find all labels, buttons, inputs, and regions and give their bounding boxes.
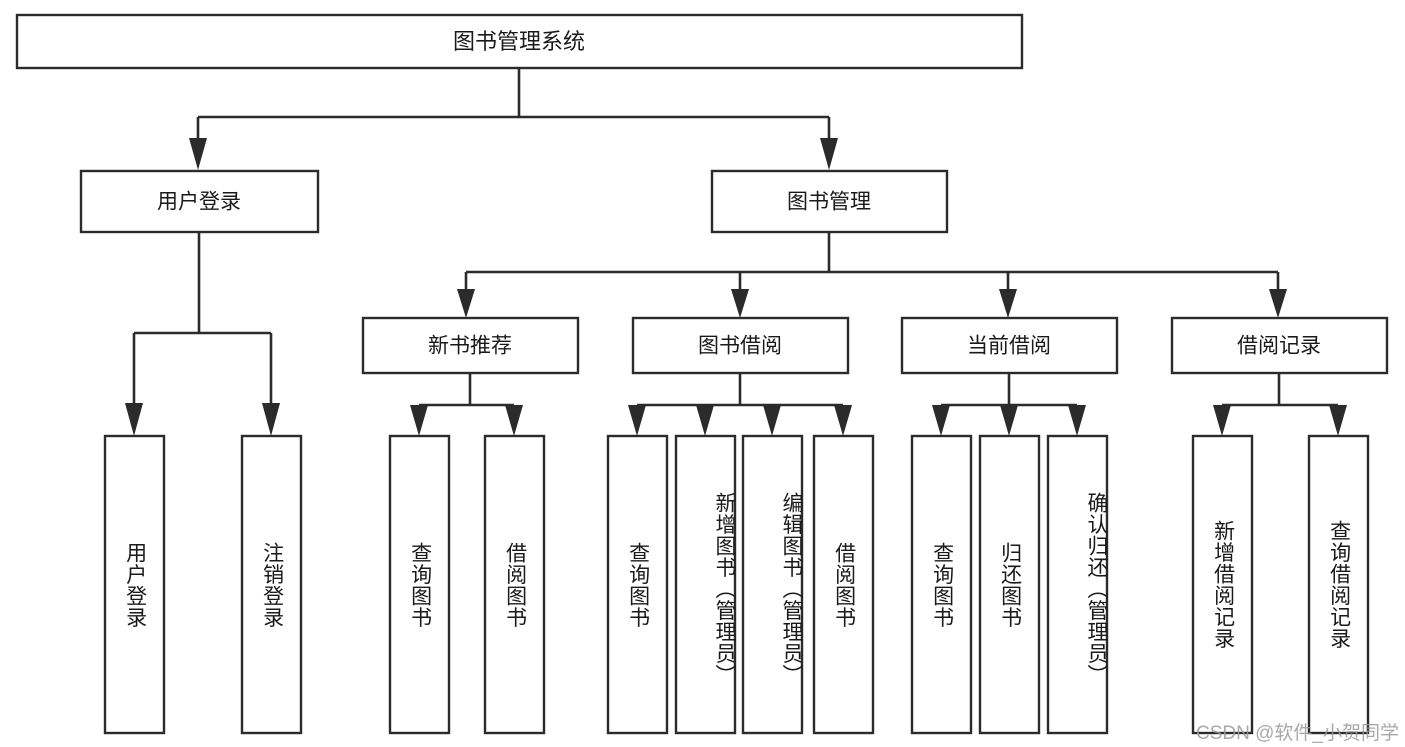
node-book-manage-box <box>710 169 949 234</box>
leaf-box-current-borrow-1[interactable] <box>910 434 973 735</box>
leaf-box-current-borrow-2[interactable] <box>978 434 1041 735</box>
arrow-head-leaf-book-borrow-3 <box>763 405 781 436</box>
connector-borrow-record-to-leaves <box>1213 373 1347 436</box>
arrow-head-to-current-borrow <box>999 289 1017 318</box>
arrow-head-leaf-book-borrow-1 <box>628 405 646 436</box>
connector-current-borrow-to-leaves <box>932 373 1086 436</box>
node-borrow-record-label: 借阅记录 <box>1237 335 1321 358</box>
node-user-login[interactable]: 用户登录 <box>79 169 320 234</box>
arrow-head-to-borrow-record <box>1269 289 1287 318</box>
arrow-head-leaf-current-borrow-2 <box>1000 405 1018 436</box>
leaf-box-borrow-record-2[interactable] <box>1307 434 1370 735</box>
node-book-borrow-box <box>631 316 850 375</box>
node-new-book-recommend[interactable]: 新书推荐 <box>361 316 580 375</box>
node-book-borrow-label: 图书借阅 <box>698 335 782 358</box>
leaf-box-current-borrow-3[interactable] <box>1046 434 1109 735</box>
leaf-box-user-login-2[interactable] <box>240 434 303 735</box>
node-book-manage-label: 图书管理 <box>787 191 871 214</box>
arrow-head-to-book-borrow <box>731 289 749 318</box>
node-borrow-record[interactable]: 借阅记录 <box>1170 316 1389 375</box>
arrow-head-to-book-manage <box>820 138 838 170</box>
leaf-box-new-book-2[interactable] <box>483 434 546 735</box>
node-new-book-recommend-label: 新书推荐 <box>428 335 512 358</box>
node-current-borrow-box <box>900 316 1119 375</box>
arrow-head-leaf-new-book-2 <box>505 405 523 436</box>
node-borrow-record-box <box>1170 316 1389 375</box>
node-root[interactable]: 图书管理系统 <box>15 13 1024 70</box>
node-book-borrow[interactable]: 图书借阅 <box>631 316 850 375</box>
leaf-box-book-borrow-3[interactable] <box>741 434 804 735</box>
arrow-head-to-user-login <box>189 138 207 170</box>
connector-root-to-level2 <box>189 68 838 170</box>
leaf-box-borrow-record-1[interactable] <box>1191 434 1254 735</box>
node-root-box <box>15 13 1024 70</box>
connector-new-book-to-leaves <box>410 373 523 436</box>
arrow-head-leaf-book-borrow-4 <box>834 405 852 436</box>
node-new-book-recommend-box <box>361 316 580 375</box>
node-current-borrow[interactable]: 当前借阅 <box>900 316 1119 375</box>
connector-book-manage-to-level3 <box>457 232 1287 318</box>
leaf-box-user-login-1[interactable] <box>103 434 166 735</box>
leaf-box-book-borrow-4[interactable] <box>812 434 875 735</box>
watermark-text: CSDN @软件_小贺同学 <box>1196 723 1399 744</box>
arrow-head-leaf-current-borrow-3 <box>1068 405 1086 436</box>
connector-user-login-to-leaves <box>125 232 280 436</box>
arrow-head-to-new-book <box>457 289 475 318</box>
leaf-box-new-book-1[interactable] <box>388 434 451 735</box>
node-root-label: 图书管理系统 <box>453 29 585 54</box>
leaf-box-book-borrow-2[interactable] <box>674 434 737 735</box>
arrow-head-leaf-book-borrow-2 <box>696 405 714 436</box>
node-book-manage[interactable]: 图书管理 <box>710 169 949 234</box>
leaf-box-book-borrow-1[interactable] <box>606 434 669 735</box>
arrow-head-leaf-current-borrow-1 <box>932 405 950 436</box>
node-user-login-label: 用户登录 <box>157 191 241 214</box>
connector-book-borrow-to-leaves <box>628 373 852 436</box>
arrow-head-leaf-user-login-2 <box>262 403 280 436</box>
arrow-head-leaf-user-login-1 <box>125 403 143 436</box>
arrow-head-leaf-borrow-record-1 <box>1213 405 1231 436</box>
node-current-borrow-label: 当前借阅 <box>967 335 1051 358</box>
arrow-head-leaf-new-book-1 <box>410 405 428 436</box>
arrow-head-leaf-borrow-record-2 <box>1329 405 1347 436</box>
